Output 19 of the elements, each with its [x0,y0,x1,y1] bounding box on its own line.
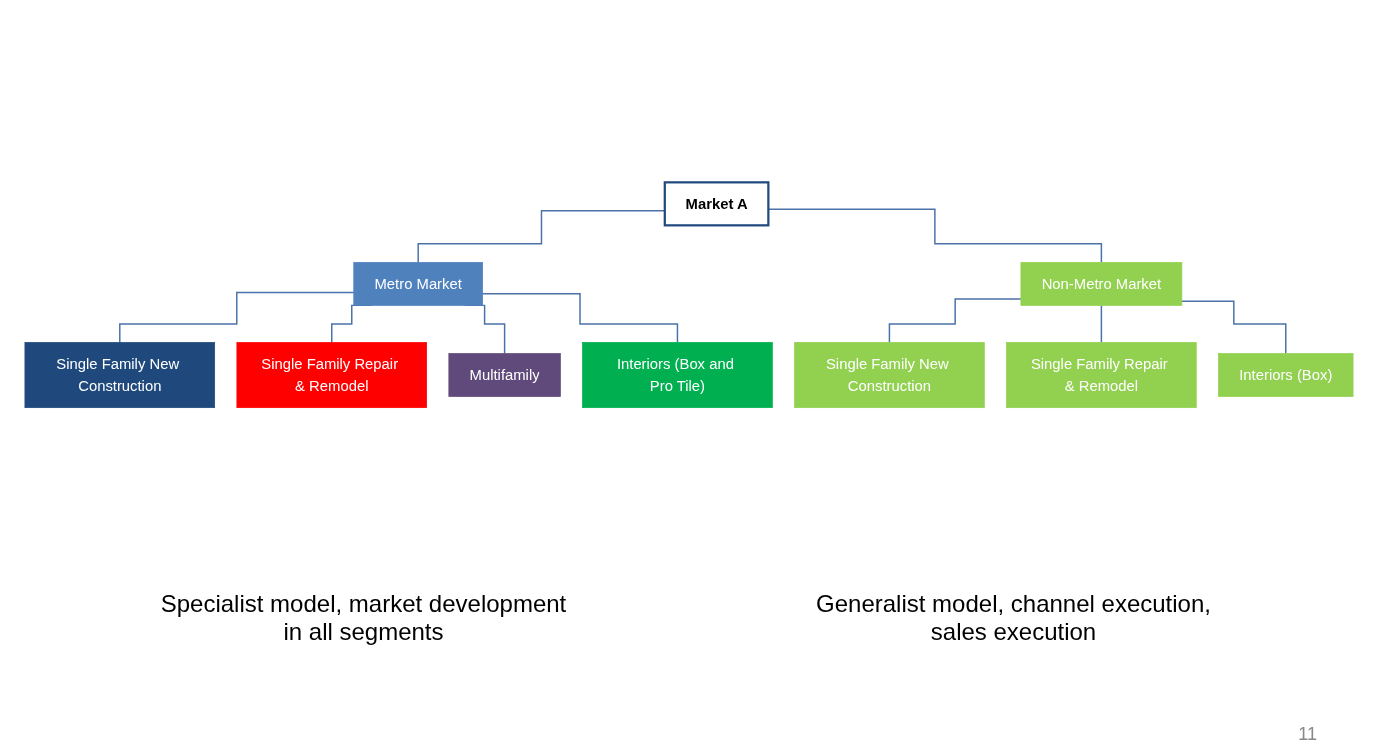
node-box: Single Family New Construction [24,342,215,408]
connector [888,298,1022,344]
node-box: Metro Market [352,262,483,306]
node-box: Market A [663,181,769,227]
node-box: Single Family New Construction [793,342,985,408]
node-box: Multifamily [448,353,561,397]
node-box: Single Family Repair & Remodel [1005,342,1197,408]
node-box: Interiors (Box) [1217,353,1353,397]
connector [1100,304,1102,344]
model-note: Specialist model, market development in all segments [159,590,568,646]
node-box: Interiors (Box and Pro Tile) [581,342,773,408]
connector [767,208,1102,264]
node-box: Non-Metro Market [1020,262,1182,306]
model-note: Generalist model, channel execution, sales execution [815,590,1212,646]
connector [1180,300,1286,355]
connector [481,293,678,344]
node-box: Single Family Repair & Remodel [236,342,427,408]
connector [118,291,354,344]
page-number: 11 [1298,724,1317,745]
